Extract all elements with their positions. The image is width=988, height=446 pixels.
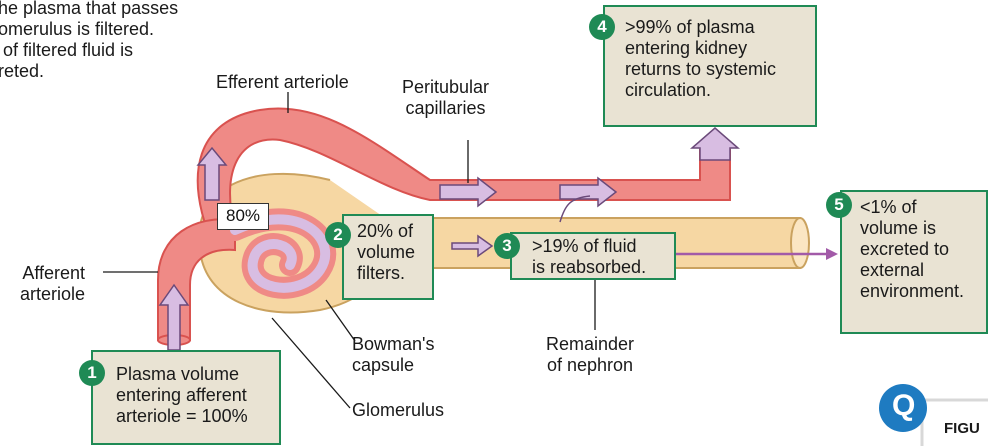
return-arrow bbox=[692, 128, 738, 160]
step-1-number: 1 bbox=[79, 360, 105, 386]
percent-80-label: 80% bbox=[217, 203, 269, 230]
glomerulus-label: Glomerulus bbox=[352, 400, 444, 421]
figure-caption-fragment: FIGU bbox=[944, 418, 980, 439]
step-3-number: 3 bbox=[494, 233, 520, 259]
step-5-number: 5 bbox=[826, 192, 852, 218]
intro-text: he plasma that passes omerulus is filter… bbox=[0, 0, 178, 82]
remainder-of-nephron-label: Remainder of nephron bbox=[546, 334, 634, 376]
bowmans-capsule-label: Bowman's capsule bbox=[352, 334, 434, 376]
step-4-box: >99% of plasma entering kidney returns t… bbox=[603, 5, 817, 127]
step-1-box: Plasma volume entering afferent arteriol… bbox=[91, 350, 281, 445]
step-4-number: 4 bbox=[589, 14, 615, 40]
afferent-arteriole-label: Afferent arteriole bbox=[20, 263, 85, 305]
q-icon-letter: Q bbox=[892, 391, 915, 421]
step-3-box: >19% of fluid is reabsorbed. bbox=[510, 232, 676, 280]
peritubular-capillaries-label: Peritubular capillaries bbox=[402, 77, 489, 119]
step-5-box: <1% of volume is excreted to external en… bbox=[840, 190, 988, 334]
efferent-arteriole-label: Efferent arteriole bbox=[216, 72, 349, 93]
step-2-number: 2 bbox=[325, 222, 351, 248]
step-2-box: 20% of volume filters. bbox=[342, 214, 434, 300]
